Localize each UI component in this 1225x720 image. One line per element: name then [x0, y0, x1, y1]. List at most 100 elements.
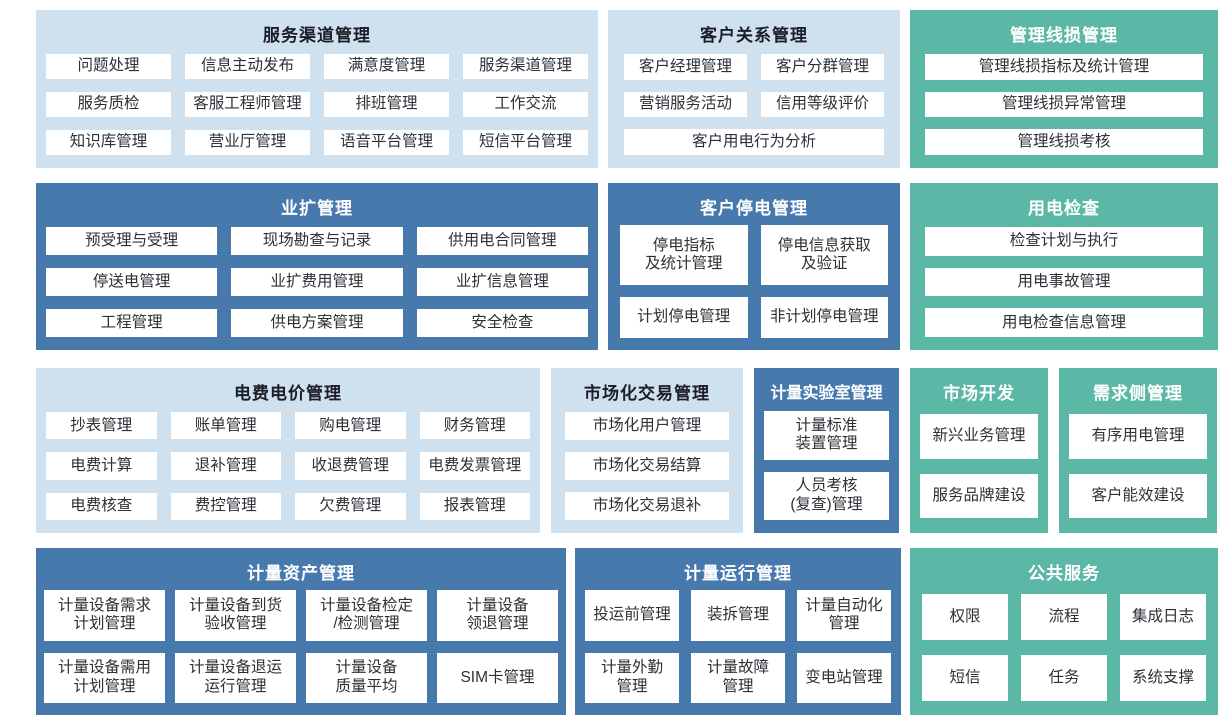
module-cell[interactable]: 计量设备到货 验收管理: [175, 590, 296, 641]
panel-title-service-channel: 服务渠道管理: [263, 26, 371, 45]
panel-crm: 客户关系管理客户经理管理客户分群管理营销服务活动信用等级评价客户用电行为分析: [608, 10, 900, 168]
module-cell[interactable]: 计量自动化 管理: [797, 590, 891, 641]
panel-title-market-dev: 市场开发: [943, 384, 1015, 403]
module-cell[interactable]: 用电事故管理: [925, 267, 1203, 297]
module-cell[interactable]: 计量设备需求 计划管理: [44, 590, 165, 641]
module-cell[interactable]: 管理线损指标及统计管理: [925, 54, 1203, 80]
module-cell[interactable]: 报表管理: [419, 492, 530, 520]
module-cell[interactable]: 欠费管理: [295, 492, 406, 520]
module-cell[interactable]: 有序用电管理: [1069, 414, 1207, 459]
panel-title-metering-lab: 计量实验室管理: [770, 385, 883, 402]
module-cell[interactable]: 计量设备 质量平均: [306, 652, 427, 703]
module-cell[interactable]: 客户分群管理: [761, 54, 884, 80]
module-cell[interactable]: 计量设备检定 /检测管理: [306, 590, 427, 641]
module-cell[interactable]: 停电信息获取 及验证: [760, 225, 888, 285]
module-cell[interactable]: 供用电合同管理: [416, 227, 588, 255]
module-cell[interactable]: 营销服务活动: [624, 91, 747, 118]
panel-metering-asset: 计量资产管理计量设备需求 计划管理计量设备到货 验收管理计量设备检定 /检测管理…: [36, 548, 566, 715]
panel-title-billing: 电费电价管理: [234, 384, 342, 403]
module-cell[interactable]: 流程: [1021, 594, 1107, 640]
module-cell[interactable]: 服务渠道管理: [463, 54, 588, 79]
module-cell[interactable]: 计量标准 装置管理: [764, 411, 889, 460]
module-cell[interactable]: 集成日志: [1120, 594, 1206, 640]
module-cell[interactable]: 检查计划与执行: [925, 227, 1203, 256]
module-cell[interactable]: 投运前管理: [585, 590, 679, 641]
module-cell[interactable]: 管理线损异常管理: [925, 91, 1203, 118]
panel-demand-side: 需求侧管理有序用电管理客户能效建设: [1059, 368, 1217, 533]
module-cell[interactable]: 客服工程师管理: [185, 92, 310, 117]
module-cell[interactable]: 服务质检: [46, 92, 171, 117]
module-cell[interactable]: 计量设备退运 运行管理: [175, 652, 296, 703]
module-cell[interactable]: 客户用电行为分析: [624, 129, 884, 155]
panel-line-loss: 管理线损管理管理线损指标及统计管理管理线损异常管理管理线损考核: [910, 10, 1218, 168]
module-cell[interactable]: 市场化交易退补: [565, 492, 729, 520]
panel-title-line-loss: 管理线损管理: [1010, 26, 1118, 45]
module-cell[interactable]: 预受理与受理: [46, 227, 218, 255]
module-cell[interactable]: 业扩信息管理: [416, 268, 588, 296]
panel-title-demand-side: 需求侧管理: [1093, 384, 1183, 403]
module-cell[interactable]: 账单管理: [170, 412, 281, 440]
module-cell[interactable]: 市场化交易结算: [565, 452, 729, 480]
panel-title-outage: 客户停电管理: [700, 199, 808, 218]
panel-body-metering-ops: 投运前管理装拆管理计量自动化 管理计量外勤 管理计量故障 管理变电站管理: [575, 586, 901, 715]
module-cell[interactable]: 停电指标 及统计管理: [620, 225, 748, 285]
module-cell[interactable]: 变电站管理: [797, 652, 891, 703]
module-cell[interactable]: 业扩费用管理: [231, 268, 403, 296]
module-cell[interactable]: 短信平台管理: [463, 130, 588, 155]
panel-billing: 电费电价管理抄表管理账单管理购电管理财务管理电费计算退补管理收退费管理电费发票管…: [36, 368, 540, 533]
panel-title-crm: 客户关系管理: [700, 26, 808, 45]
module-cell[interactable]: 电费发票管理: [419, 452, 530, 480]
module-cell[interactable]: 任务: [1021, 655, 1107, 701]
panel-title-public-service: 公共服务: [1028, 564, 1100, 583]
module-cell[interactable]: 装拆管理: [691, 590, 785, 641]
module-cell[interactable]: 语音平台管理: [324, 130, 449, 155]
module-cell[interactable]: 财务管理: [419, 412, 530, 440]
module-cell[interactable]: 计量设备 领退管理: [437, 590, 558, 641]
module-cell[interactable]: 计量外勤 管理: [585, 652, 679, 703]
panel-body-outage: 停电指标 及统计管理停电信息获取 及验证计划停电管理非计划停电管理: [608, 221, 900, 350]
module-cell[interactable]: 系统支撑: [1120, 655, 1206, 701]
diagram-row-3: 电费电价管理抄表管理账单管理购电管理财务管理电费计算退补管理收退费管理电费发票管…: [36, 368, 1218, 533]
module-cell[interactable]: 收退费管理: [295, 452, 406, 480]
module-cell[interactable]: 费控管理: [170, 492, 281, 520]
module-cell[interactable]: 现场勘查与记录: [231, 227, 403, 255]
module-cell[interactable]: 电费核查: [46, 492, 157, 520]
module-cell[interactable]: 市场化用户管理: [565, 412, 729, 440]
module-cell[interactable]: 管理线损考核: [925, 129, 1203, 155]
module-cell[interactable]: 计划停电管理: [620, 296, 748, 338]
panel-body-biz-expansion: 预受理与受理现场勘查与记录供用电合同管理停送电管理业扩费用管理业扩信息管理工程管…: [36, 221, 598, 350]
module-cell[interactable]: SIM卡管理: [437, 652, 558, 703]
module-cell[interactable]: 短信: [922, 655, 1008, 701]
module-cell[interactable]: 工作交流: [463, 92, 588, 117]
module-cell[interactable]: 服务品牌建设: [920, 473, 1038, 518]
module-cell[interactable]: 客户能效建设: [1069, 473, 1207, 518]
module-cell[interactable]: 权限: [922, 594, 1008, 640]
module-cell[interactable]: 工程管理: [46, 309, 218, 337]
module-cell[interactable]: 供电方案管理: [231, 309, 403, 337]
module-cell[interactable]: 新兴业务管理: [920, 414, 1038, 459]
module-cell[interactable]: 非计划停电管理: [760, 296, 888, 338]
module-cell[interactable]: 计量设备需用 计划管理: [44, 652, 165, 703]
module-cell[interactable]: 购电管理: [295, 412, 406, 440]
module-cell[interactable]: 安全检查: [416, 309, 588, 337]
module-cell[interactable]: 信息主动发布: [185, 54, 310, 79]
module-cell[interactable]: 知识库管理: [46, 130, 171, 155]
module-cell[interactable]: 计量故障 管理: [691, 652, 785, 703]
panel-market-trade: 市场化交易管理市场化用户管理市场化交易结算市场化交易退补: [551, 368, 743, 533]
module-cell[interactable]: 退补管理: [170, 452, 281, 480]
module-cell[interactable]: 停送电管理: [46, 268, 218, 296]
panel-public-service: 公共服务权限流程集成日志短信任务系统支撑: [910, 548, 1218, 715]
module-cell[interactable]: 信用等级评价: [761, 91, 884, 118]
module-cell[interactable]: 抄表管理: [46, 412, 157, 440]
module-cell[interactable]: 满意度管理: [324, 54, 449, 79]
module-cell[interactable]: 客户经理管理: [624, 54, 747, 80]
panel-body-metering-lab: 计量标准 装置管理人员考核 (复查)管理: [754, 405, 899, 533]
module-cell[interactable]: 问题处理: [46, 54, 171, 79]
module-cell[interactable]: 人员考核 (复查)管理: [764, 471, 889, 520]
module-cell[interactable]: 排班管理: [324, 92, 449, 117]
module-cell[interactable]: 营业厅管理: [185, 130, 310, 155]
module-cell[interactable]: 用电检查信息管理: [925, 308, 1203, 337]
module-cell[interactable]: 电费计算: [46, 452, 157, 480]
panel-body-line-loss: 管理线损指标及统计管理管理线损异常管理管理线损考核: [910, 48, 1218, 168]
panel-service-channel: 服务渠道管理问题处理信息主动发布满意度管理服务渠道管理服务质检客服工程师管理排班…: [36, 10, 598, 168]
